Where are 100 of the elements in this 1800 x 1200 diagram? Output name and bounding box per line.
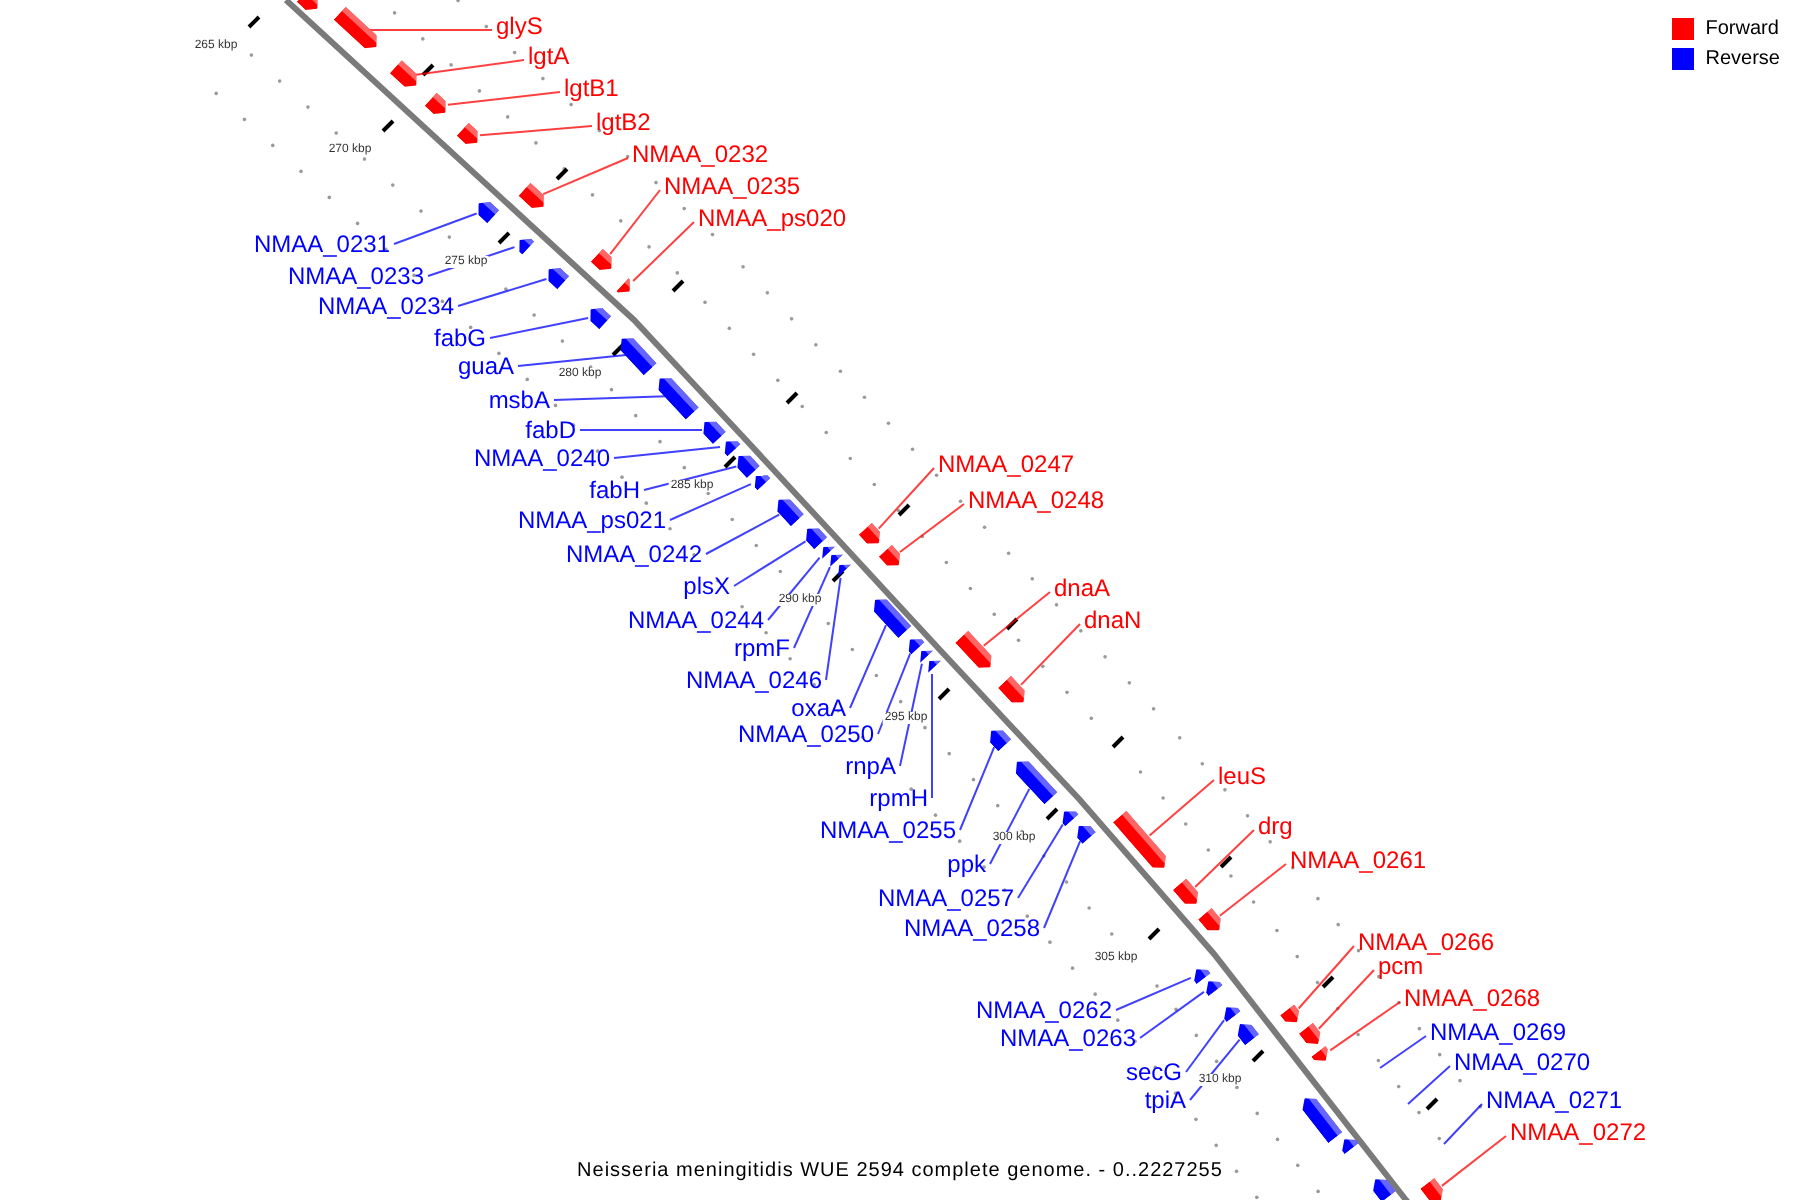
gene-label: tpiA <box>1144 1088 1186 1112</box>
leader-line <box>1218 863 1287 917</box>
gene-label: NMAA_0231 <box>253 232 390 256</box>
gene-label: NMAA_0250 <box>737 722 874 746</box>
caption: Neisseria meningitidis WUE 2594 complete genome. - 0..2227255 <box>577 1158 1223 1186</box>
leader-line <box>1297 945 1355 1010</box>
gene-label: pcm <box>1378 954 1424 978</box>
leader-line <box>733 540 807 587</box>
leader-line <box>1148 779 1215 837</box>
leader-line <box>1185 1019 1226 1073</box>
gene-label: NMAA_0263 <box>999 1026 1136 1050</box>
gene-label: lgtA <box>528 44 570 68</box>
gene-label: drg <box>1258 814 1293 838</box>
leader-line <box>1440 1135 1507 1187</box>
gene-label: ppk <box>947 852 986 876</box>
leader-line <box>1317 969 1375 1030</box>
leader-line <box>613 446 722 459</box>
leader-line <box>1329 1001 1401 1052</box>
leader-line <box>982 591 1051 647</box>
gene-label: NMAA_0272 <box>1510 1120 1647 1144</box>
leader-line <box>793 566 831 649</box>
gene-label: NMAA_0262 <box>975 998 1112 1022</box>
leader-line <box>489 317 590 339</box>
gene-label: dnaA <box>1054 576 1111 600</box>
gene-label: NMAA_0261 <box>1290 848 1427 872</box>
gene-label: lgtB2 <box>596 110 651 134</box>
leader-line <box>393 212 478 245</box>
leader-line <box>877 652 912 735</box>
leader-line <box>1017 823 1064 899</box>
gene-label: NMAA_0271 <box>1486 1088 1623 1112</box>
leader-line <box>579 429 703 431</box>
leader-line <box>1139 990 1205 1039</box>
leader-line <box>989 787 1031 865</box>
gene-label: NMAA_0266 <box>1358 930 1495 954</box>
leader-line <box>457 277 548 307</box>
leader-line <box>899 662 923 767</box>
leader-line <box>959 746 996 831</box>
leader-line <box>669 483 752 521</box>
leader-line <box>517 354 628 367</box>
gene-label: NMAA_0233 <box>287 264 424 288</box>
gene-label: NMAA_ps021 <box>517 508 666 532</box>
gene-label: fabH <box>589 478 640 502</box>
leader-line <box>825 576 842 681</box>
leader-line <box>1043 840 1082 929</box>
gene-label: NMAA_0235 <box>664 174 801 198</box>
gene-block <box>1280 1004 1304 1028</box>
gene-label: NMAA_ps020 <box>698 206 847 230</box>
gene-label: NMAA_0244 <box>627 608 764 632</box>
leader-line <box>1194 829 1255 889</box>
leader-line <box>877 467 935 530</box>
gene-label: fabD <box>525 418 576 442</box>
leader-line <box>1407 1065 1451 1105</box>
leader-line <box>478 125 593 137</box>
gene-label: oxaA <box>791 696 846 720</box>
leader-line <box>705 513 781 555</box>
gene-label: NMAA_0269 <box>1430 1020 1567 1044</box>
gene-label: glyS <box>496 14 543 38</box>
leader-line <box>899 503 965 553</box>
gene-label: NMAA_0258 <box>903 916 1040 940</box>
gene-label: NMAA_0246 <box>685 668 822 692</box>
leader-line <box>367 29 493 31</box>
gene-label: fabG <box>433 326 486 350</box>
gene-label: plsX <box>683 574 730 598</box>
leader-line <box>446 91 561 106</box>
leader-line <box>1379 1035 1427 1069</box>
gene-label: msbA <box>488 388 550 412</box>
gene-label: rpmF <box>734 636 790 660</box>
leader-line <box>632 221 695 283</box>
leader-line <box>1189 1038 1241 1101</box>
gene-label: NMAA_0247 <box>938 452 1075 476</box>
gene-label: rnpA <box>845 754 896 778</box>
leader-line <box>1115 976 1192 1011</box>
leader-line <box>1443 1103 1483 1145</box>
gene-label: lgtB1 <box>564 76 619 100</box>
gene-label: NMAA_0270 <box>1454 1050 1591 1074</box>
leader-line <box>1019 623 1081 686</box>
gene-label: leuS <box>1218 764 1267 788</box>
leader-line <box>849 624 887 709</box>
leader-line <box>767 556 821 621</box>
gene-label: NMAA_0248 <box>968 488 1105 512</box>
leader-line <box>414 59 525 76</box>
gene-label: NMAA_0240 <box>473 446 610 470</box>
gene-label: NMAA_0242 <box>565 542 702 566</box>
gene-label: NMAA_0257 <box>877 886 1014 910</box>
legend-text: Reverse <box>1705 49 1780 69</box>
gene-label: NMAA_0268 <box>1404 986 1541 1010</box>
legend-text: Forward <box>1705 19 1779 39</box>
gene-label: dnaN <box>1084 608 1142 632</box>
leader-line <box>609 189 661 256</box>
gene-label: NMAA_0255 <box>819 818 956 842</box>
leader-line <box>643 465 738 491</box>
gene-label: secG <box>1125 1060 1182 1084</box>
gene-block <box>1420 1177 1448 1200</box>
gene-label: guaA <box>457 354 514 378</box>
gene-label: NMAA_0232 <box>632 142 769 166</box>
leader-line <box>931 673 933 799</box>
gene-label: NMAA_0234 <box>317 294 454 318</box>
gene-label: rpmH <box>869 786 928 810</box>
leader-line <box>553 395 667 401</box>
leader-line <box>542 157 629 196</box>
